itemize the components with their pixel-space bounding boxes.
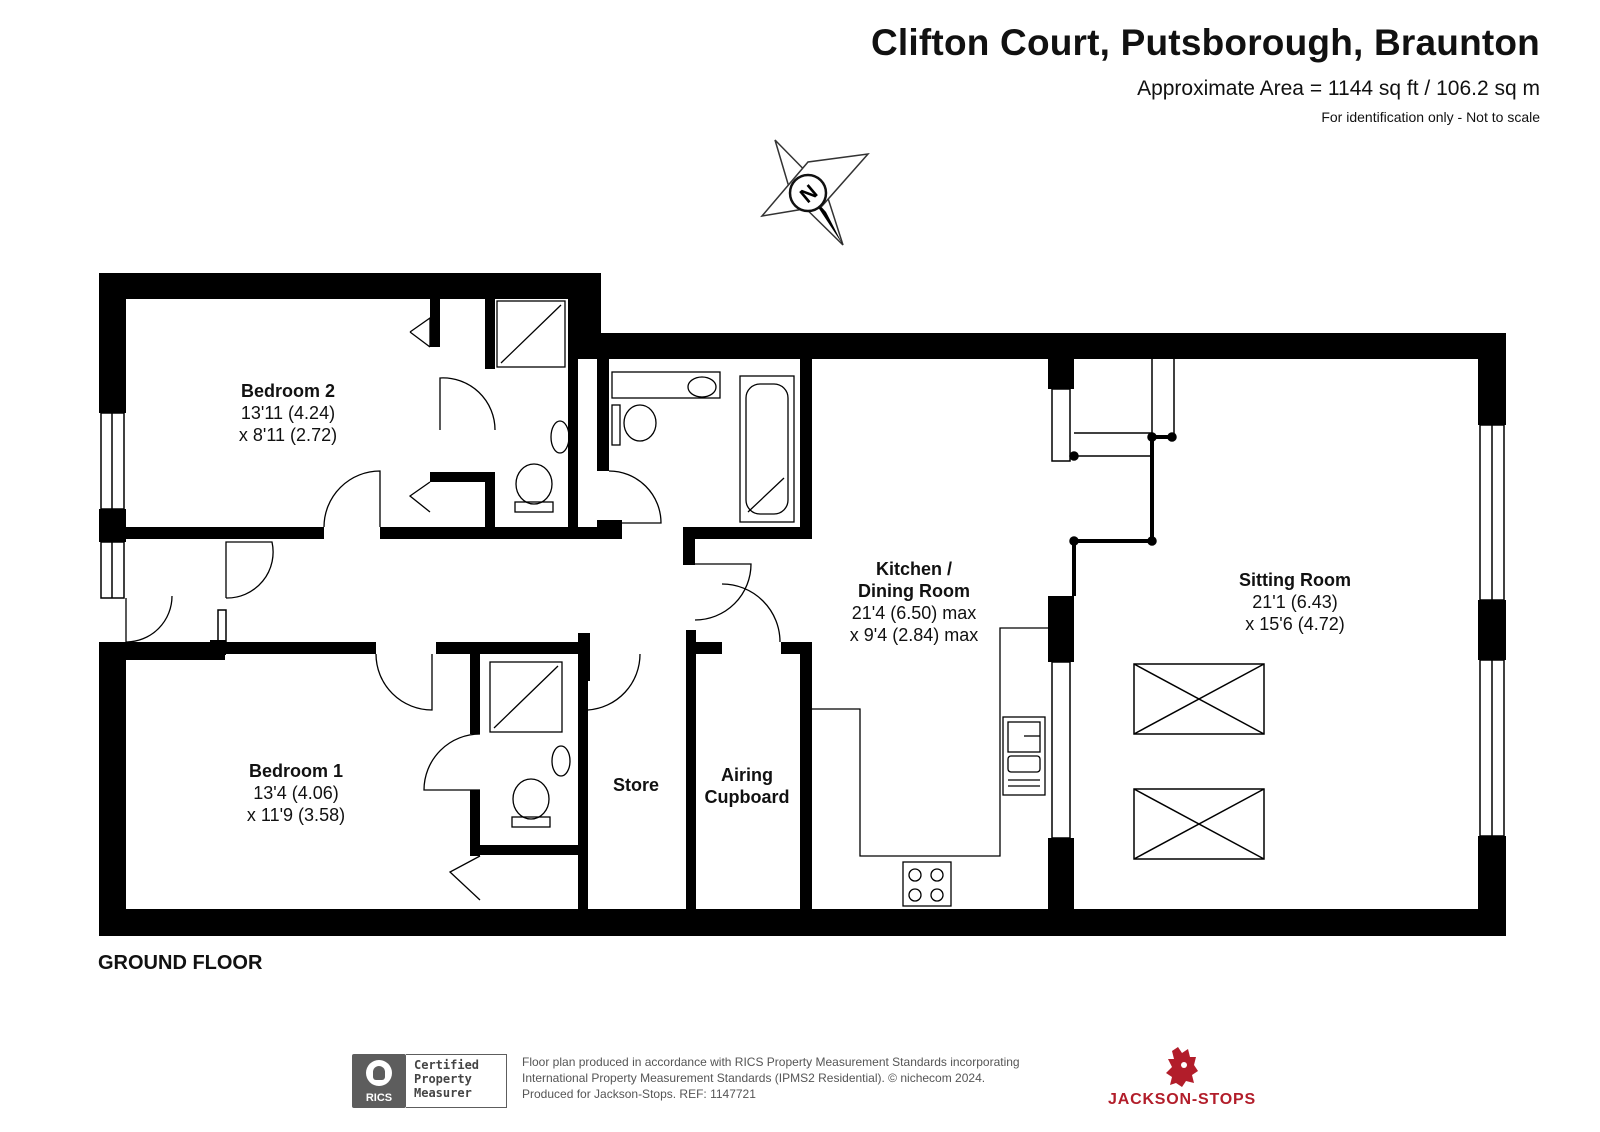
kitchen-dim-2: x 9'4 (2.84) max	[850, 625, 979, 645]
windows	[100, 388, 1505, 839]
cert-line-2: Property	[414, 1072, 472, 1086]
bedroom-1-label: Bedroom 1	[249, 761, 343, 781]
rics-logo: RICS	[352, 1054, 406, 1108]
compass-icon: N	[760, 139, 870, 246]
sitting-room-dim-1: 21'1 (6.43)	[1252, 592, 1338, 612]
store-label: Store	[613, 775, 659, 795]
kitchen-dim-1: 21'4 (6.50) max	[852, 603, 977, 623]
bedroom-1-dim-1: 13'4 (4.06)	[253, 783, 339, 803]
sitting-room-fixtures	[1069, 359, 1265, 860]
page-title: Clifton Court, Putsborough, Braunton	[871, 22, 1540, 63]
kitchen-fittings	[812, 627, 1048, 907]
door-swings	[125, 316, 781, 901]
bedroom-2-label: Bedroom 2	[241, 381, 335, 401]
bedroom-2-dim-1: 13'11 (4.24)	[241, 403, 335, 423]
footer-line-1: Floor plan produced in accordance with R…	[522, 1055, 1020, 1069]
footer-disclaimer: Floor plan produced in accordance with R…	[522, 1054, 1020, 1102]
kitchen-label-1: Kitchen /	[876, 559, 952, 579]
jackson-stops-text: JACKSON-STOPS	[1108, 1091, 1256, 1108]
sanitaryware	[489, 300, 795, 828]
rics-certified-badge: RICS Certified Property Measurer	[352, 1054, 512, 1108]
area-summary: Approximate Area = 1144 sq ft / 106.2 sq…	[1137, 77, 1540, 100]
footer-line-3: Produced for Jackson-Stops. REF: 1147721	[522, 1087, 756, 1101]
airing-label-2: Cupboard	[705, 787, 790, 807]
walls	[99, 273, 1506, 936]
floor-label: GROUND FLOOR	[98, 952, 263, 974]
kitchen-label-2: Dining Room	[858, 581, 970, 601]
lion-head-icon	[1166, 1047, 1198, 1087]
bedroom-1-dim-2: x 11'9 (3.58)	[247, 805, 345, 825]
lion-icon	[366, 1060, 392, 1086]
rics-cert-text: Certified Property Measurer	[406, 1054, 507, 1108]
bedroom-2-dim-2: x 8'11 (2.72)	[239, 425, 337, 445]
footer-line-2: International Property Measurement Stand…	[522, 1071, 986, 1085]
airing-label-1: Airing	[721, 765, 773, 785]
cert-line-1: Certified	[414, 1058, 480, 1072]
rics-logo-text: RICS	[365, 1092, 393, 1104]
sitting-room-dim-2: x 15'6 (4.72)	[1245, 614, 1345, 634]
sitting-room-label: Sitting Room	[1239, 570, 1351, 590]
scale-note: For identification only - Not to scale	[1321, 109, 1540, 125]
room-labels: Bedroom 2 13'11 (4.24) x 8'11 (2.72) Bed…	[239, 381, 1351, 825]
cert-line-3: Measurer	[414, 1086, 472, 1100]
jackson-stops-logo: JACKSON-STOPS	[1102, 1045, 1262, 1115]
